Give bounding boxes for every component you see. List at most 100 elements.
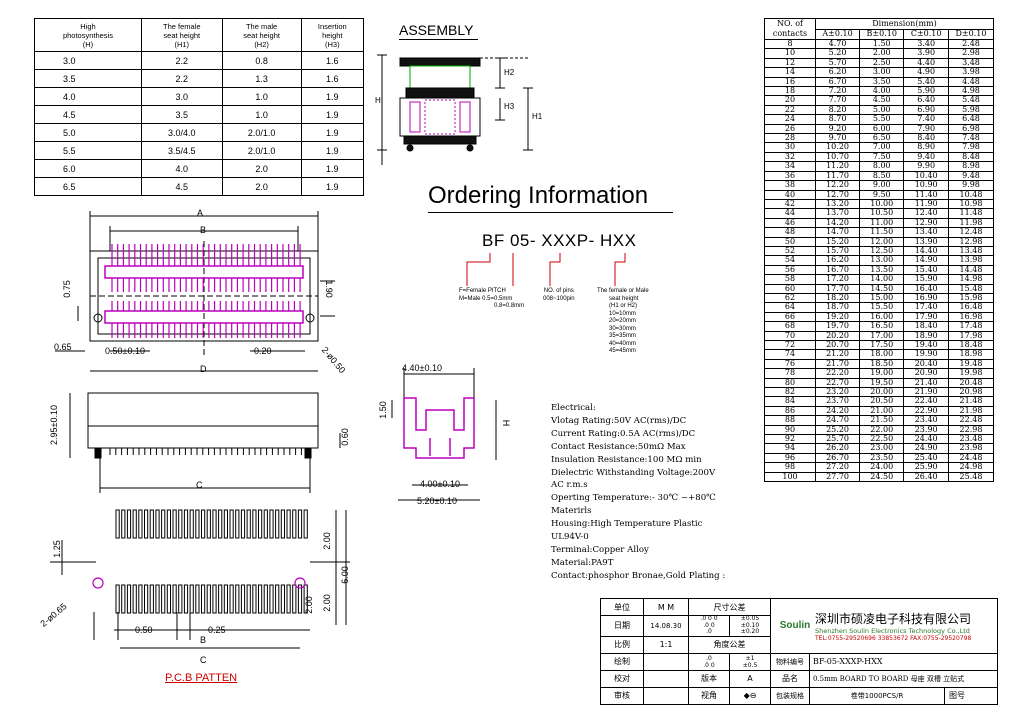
dim-H: H <box>501 419 512 427</box>
side-view-drawing <box>69 392 341 493</box>
dim-cell: 6.48 <box>947 114 995 125</box>
height-cell: 1.0 <box>221 87 302 106</box>
dim-065: 0.65 <box>54 342 72 352</box>
version-value: A <box>729 669 771 688</box>
pcb-pad <box>183 584 189 614</box>
height-cell: 1.6 <box>300 51 365 70</box>
dim-cell: 7.98 <box>947 142 995 153</box>
pcb-dim-200a: 2.00 <box>321 532 332 550</box>
pcb-pad <box>172 509 177 539</box>
height-table: High photosynthesis (H)The female seat h… <box>34 18 365 196</box>
dim-cell: 9.90 <box>903 161 949 172</box>
dim-cell: 18.70 <box>814 302 861 313</box>
dim-cell: 8.90 <box>903 142 949 153</box>
pcb-pad <box>178 509 183 539</box>
dim-cell: 17.48 <box>947 321 995 332</box>
dim-cell: 18.98 <box>947 349 995 360</box>
pcb-pad <box>269 509 274 539</box>
dim-A: A <box>197 208 204 218</box>
dim-cell: 16.20 <box>814 255 861 266</box>
height-header: The female seat height (H1) <box>140 18 223 52</box>
pcb-pad <box>172 584 177 614</box>
date-label: 日期 <box>600 615 644 637</box>
unit-value: M M <box>643 598 689 616</box>
pcb-pad <box>138 509 143 539</box>
dim-050: 0.50±0.10 <box>105 346 145 356</box>
dim-cell: 22.40 <box>903 396 949 407</box>
dim-cell: 11.50 <box>859 227 905 238</box>
height-cell: 3.5 <box>34 69 142 88</box>
height-cell: 3.5/4.5 <box>140 141 223 160</box>
date-value: 14.08.30 <box>643 615 689 637</box>
ordering-leaders <box>466 253 626 286</box>
draw-value <box>643 652 689 671</box>
dim-col-header: C±0.10 <box>903 28 949 40</box>
dim-cell: 13.40 <box>903 227 949 238</box>
height-cell: 3.0/4.0 <box>140 123 223 142</box>
dim-cell: 17.40 <box>903 302 949 313</box>
dim-cell: 20.50 <box>859 396 905 407</box>
pcb-pad <box>161 509 166 539</box>
dim-cell: 15.90 <box>903 274 949 285</box>
height-cell: 4.5 <box>34 105 142 124</box>
scale-label: 比例 <box>600 635 644 654</box>
pcb-pad <box>229 584 234 614</box>
seat-option: 35=35mm <box>609 333 636 339</box>
figure-label: 图号 <box>944 686 998 705</box>
review-label: 审核 <box>600 686 644 705</box>
company-cell: Soulin 深圳市硕凌电子科技有限公司 Shenzhen Soulin Ele… <box>770 598 998 654</box>
dim-cell: 64 <box>764 302 816 313</box>
electrical-line: Terminal:Copper Alloy <box>551 544 649 555</box>
height-cell: 1.9 <box>300 159 365 178</box>
assembly-h-label: H <box>375 96 381 105</box>
pcb-pad <box>161 584 166 614</box>
dim-cell: 11.40 <box>903 189 949 200</box>
dim-cell: 94 <box>764 443 816 454</box>
pcb-pad <box>132 584 137 614</box>
dim-cell: 19.00 <box>859 368 905 379</box>
pcb-pad <box>258 509 263 539</box>
dim-cell: 12.40 <box>903 208 949 219</box>
company-name-cn: 深圳市硕凌电子科技有限公司 <box>815 611 972 626</box>
dim-cell: 30 <box>764 142 816 153</box>
dim-cell: 12.70 <box>814 189 861 200</box>
pcb-pad <box>240 509 246 539</box>
dim-cell: 14.70 <box>814 227 861 238</box>
pcb-pad <box>218 584 223 614</box>
company-name-en: Shenzhen Soulin Electronics Technology C… <box>815 626 970 635</box>
angle-label: 角度公差 <box>688 635 771 654</box>
height-cell: 2.0 <box>221 177 302 196</box>
dim-075: 0.75 <box>61 280 72 298</box>
dim-cell: 14.00 <box>859 274 905 285</box>
pcb-pad <box>223 509 229 539</box>
pcb-pad <box>292 584 297 614</box>
dim-cell: 7.70 <box>814 95 861 106</box>
pcb-pad <box>258 584 263 614</box>
assembly-underline <box>399 39 478 40</box>
pcb-pad <box>269 584 274 614</box>
pcb-pad <box>246 509 251 539</box>
dim-cell: 18.00 <box>859 349 905 360</box>
assembly-title: ASSEMBLY <box>399 22 474 38</box>
seat-option: 10=10mm <box>609 310 636 317</box>
dim-cell: 11.20 <box>814 161 861 172</box>
pcb-pad <box>263 509 268 539</box>
height-cell: 6.0 <box>34 159 142 178</box>
unit-label: 单位 <box>600 598 644 616</box>
pcb-pad <box>240 584 246 614</box>
dim-cell: 9.50 <box>859 189 905 200</box>
pcb-pad <box>218 509 223 539</box>
dim-cell: 25.90 <box>903 462 949 473</box>
seat-option: 45=45mm <box>609 348 636 354</box>
pack-label: 包装规格 <box>770 686 810 705</box>
electrical-line: Materirls <box>551 506 592 517</box>
